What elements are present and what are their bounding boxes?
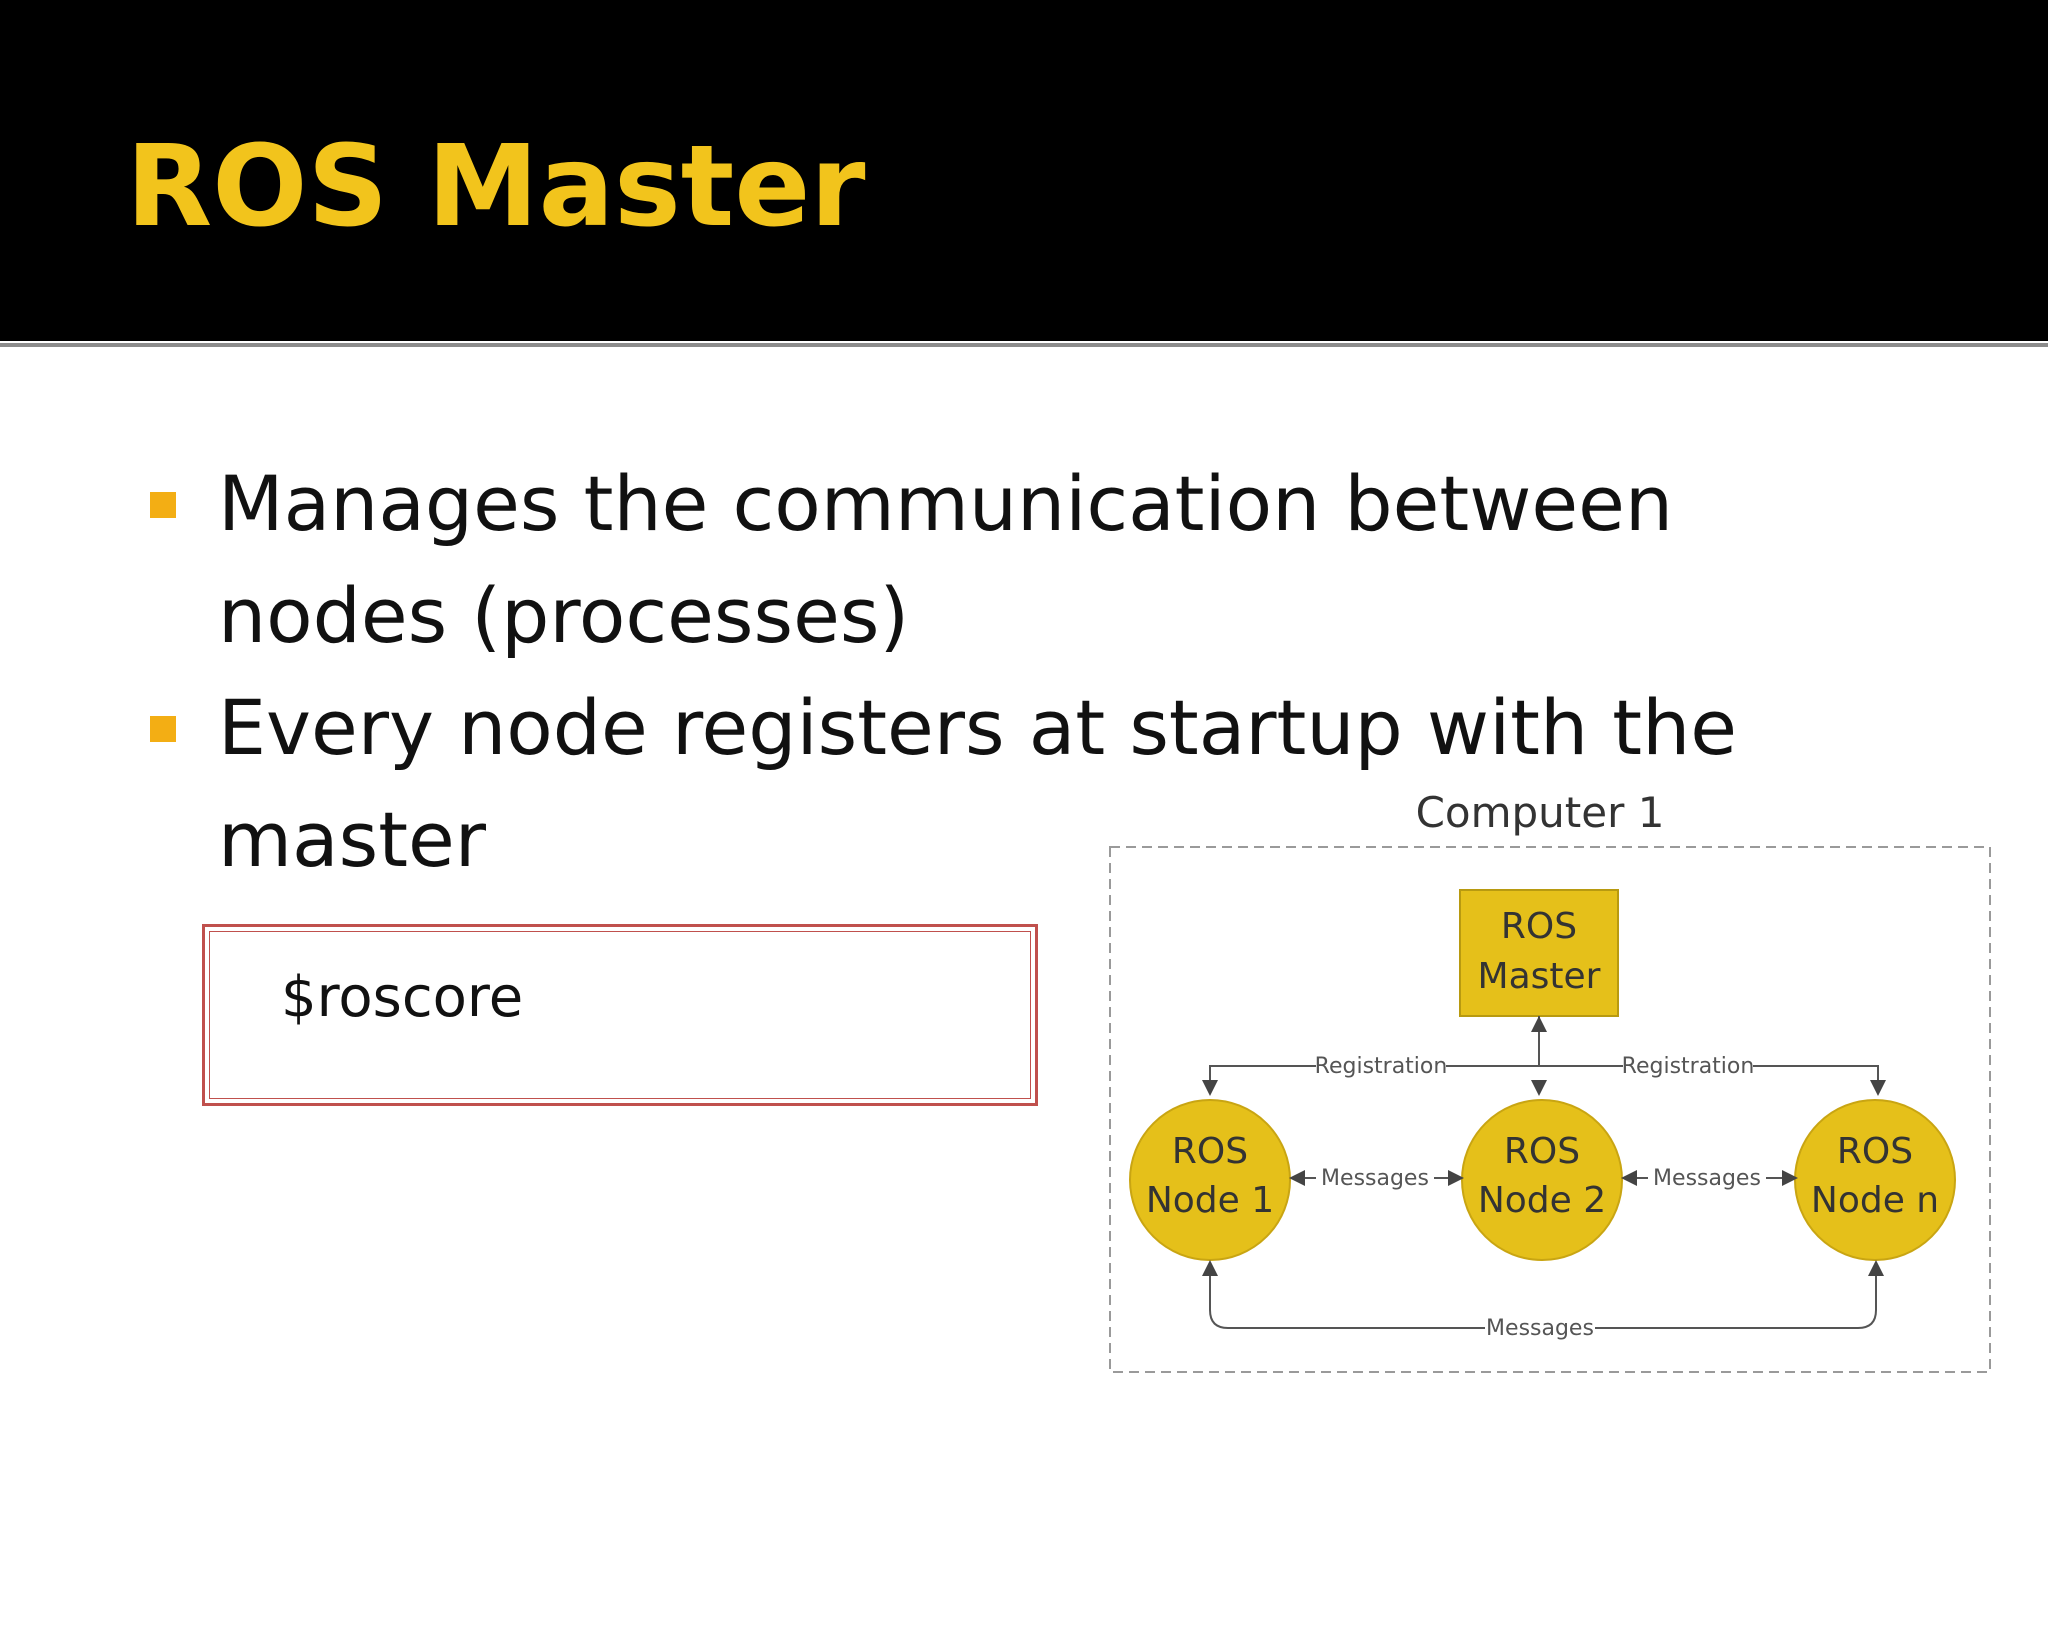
node-1-label-line2: Node 1 [1146,1180,1274,1221]
messages-label-bg-left [1316,1162,1434,1192]
bullet-marker-1 [150,492,176,518]
registration-label-bg-right [1623,1050,1753,1080]
node-n-label-line2: Node n [1811,1180,1939,1221]
title-band [0,0,2048,341]
node-1-label-line1: ROS [1172,1131,1248,1172]
bullet-marker-2 [150,716,176,742]
node-n-label-line1: ROS [1837,1131,1913,1172]
registration-label-right: Registration [1622,1054,1755,1079]
messages-label-bottom: Messages [1486,1316,1594,1341]
messages-label-bg-bottom [1485,1312,1595,1342]
registration-label-bg-left [1316,1050,1446,1080]
title-divider [0,343,2048,347]
diagram-svg: Computer 1 ROS Master Registration Regis… [1109,788,1991,1373]
master-label-line1: ROS [1501,906,1577,947]
master-label-line2: Master [1478,956,1601,997]
ros-architecture-diagram: Computer 1 ROS Master Registration Regis… [1100,780,2000,1380]
command-text: $roscore [281,965,524,1030]
computer-label: Computer 1 [1416,788,1665,837]
messages-label-right: Messages [1653,1166,1761,1191]
bullet-text-1: Manages the communication between nodes … [218,459,1674,660]
code-box: $roscore [202,924,1038,1106]
bullet-text-2: Every node registers at startup with the… [218,683,1738,884]
registration-bus [1209,1065,1879,1090]
code-box-inner-border [209,931,1031,1099]
ros-master-box [1459,889,1619,1017]
messages-label-left: Messages [1321,1166,1429,1191]
node-2-label-line1: ROS [1504,1131,1580,1172]
slide-title: ROS Master [126,122,866,252]
computer-boundary [1109,846,1991,1373]
messages-label-bg-right [1648,1162,1766,1192]
registration-label-left: Registration [1315,1054,1448,1079]
node-2-label-line2: Node 2 [1478,1180,1606,1221]
